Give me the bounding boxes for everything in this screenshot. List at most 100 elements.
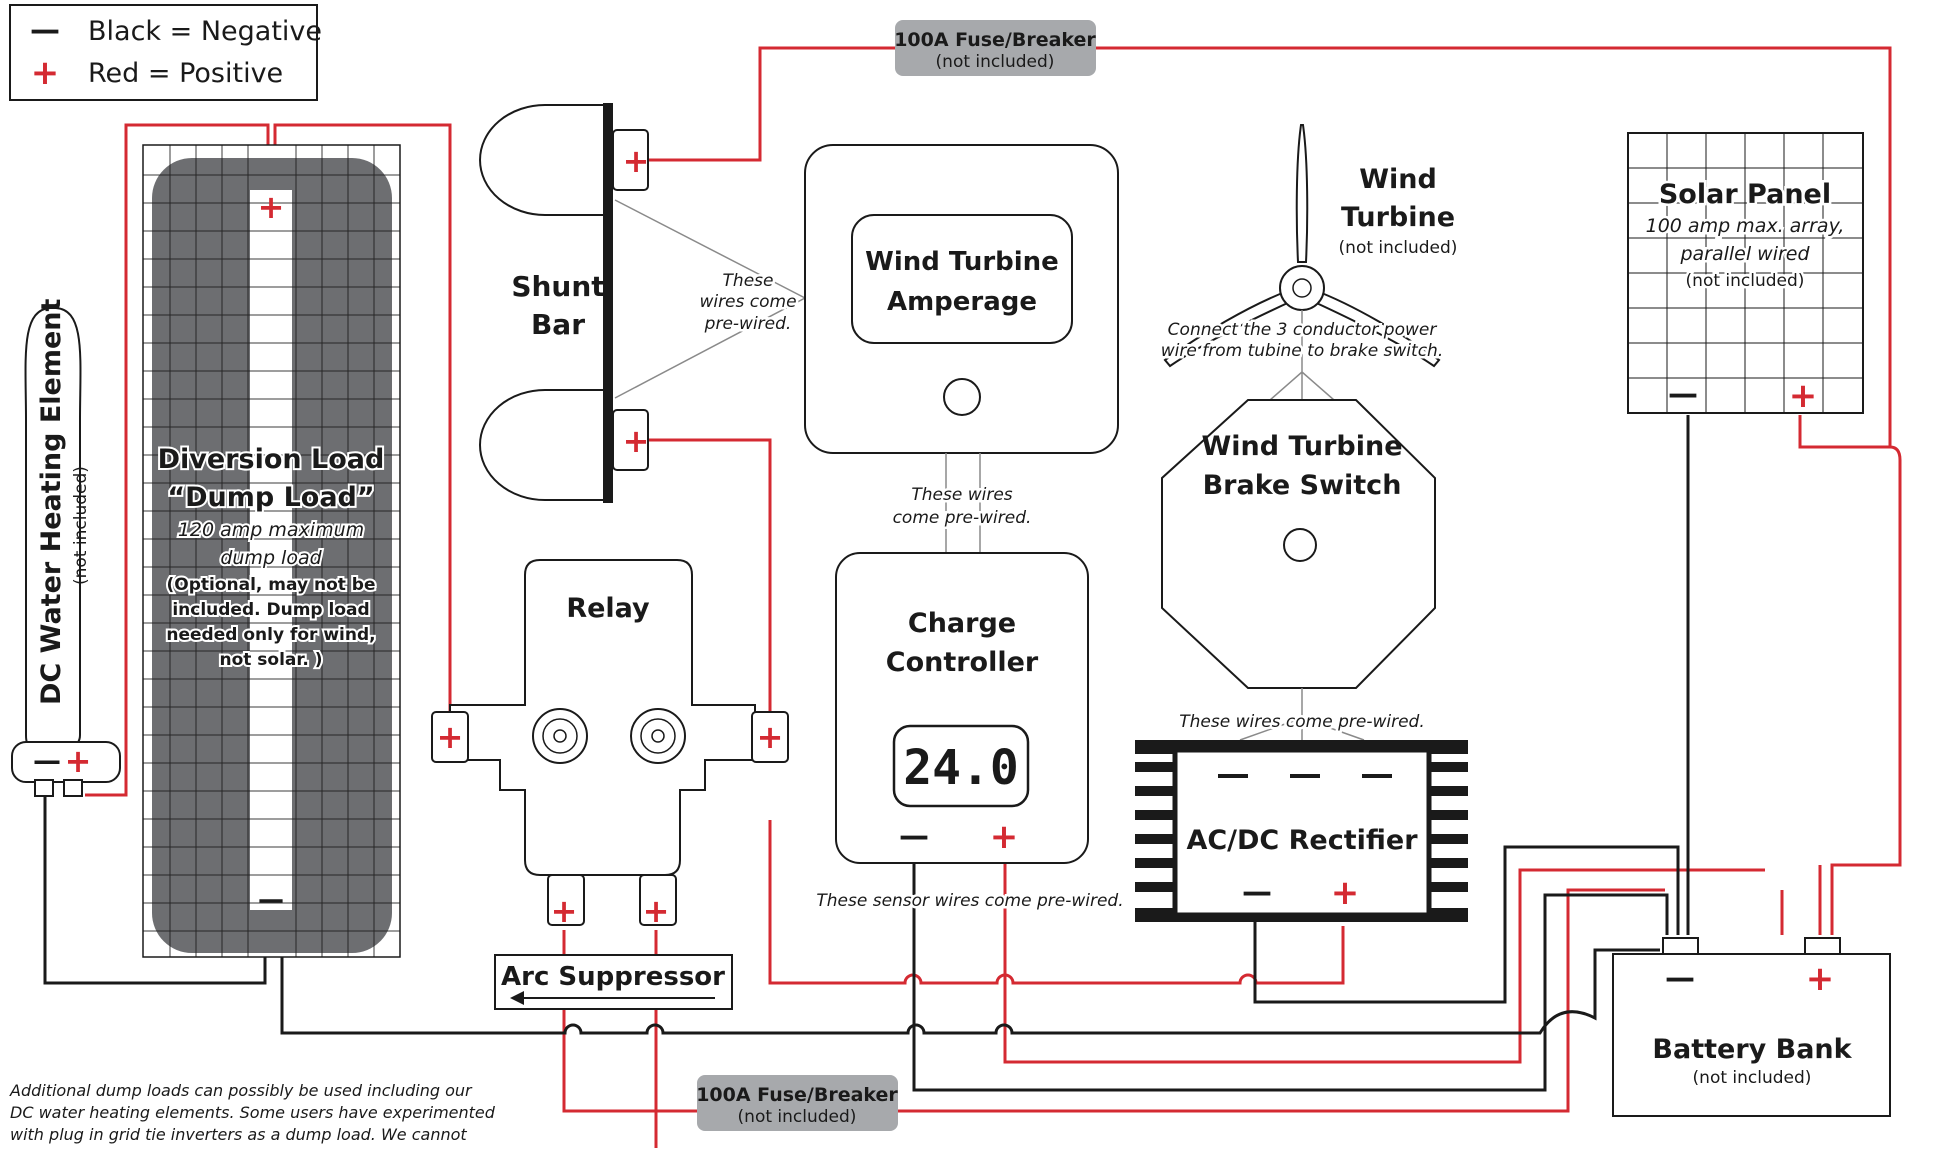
dump-grid-cols xyxy=(169,145,375,957)
red-wire-shunt-to-relay xyxy=(648,438,772,735)
connect-note-1: Connect the 3 conductor power xyxy=(1168,320,1438,340)
rect-fins-right xyxy=(1427,762,1468,892)
shunt-bottom-cap xyxy=(479,389,607,501)
relay-bottom-left-terminal xyxy=(547,874,585,926)
relay-right-terminal xyxy=(751,711,789,763)
turbine-line2: Turbine xyxy=(1341,202,1455,233)
relay-bottom-right-terminal xyxy=(639,874,677,926)
sensor-note: These sensor wires come pre-wired. xyxy=(816,891,1123,911)
fuse-top-box xyxy=(895,20,1096,76)
shunt-top-plus: + xyxy=(623,142,650,180)
element-pos-lug xyxy=(63,779,83,797)
amperage-line2: Amperage xyxy=(887,287,1037,317)
relay-title: Relay xyxy=(566,593,650,624)
rectifier-prewired-note: These wires come pre-wired. xyxy=(1179,712,1425,732)
shunt-label-2: Bar xyxy=(531,308,585,341)
amperage-display xyxy=(851,214,1073,344)
rectifier-minus: — xyxy=(1242,875,1272,910)
shunt-top-terminal xyxy=(612,129,649,191)
solar-note: (not included) xyxy=(1686,271,1805,291)
footnote: Additional dump loads can possibly be us… xyxy=(9,1081,496,1144)
controller-prewired-1: These wires xyxy=(911,485,1012,505)
controller-case xyxy=(835,552,1089,864)
dump-line6: included. Dump load xyxy=(172,600,369,620)
dc-water-heating-element: — + DC Water Heating Element (not includ… xyxy=(11,298,121,797)
wind-turbine: Wind Turbine (not included) Connect the … xyxy=(1158,124,1458,401)
battery-minus: — xyxy=(1665,961,1695,996)
charge-controller: Charge Controller 24.0 — + These sensor … xyxy=(814,552,1126,914)
legend-black-label: Black = Negative xyxy=(88,16,322,47)
controller-line2: Controller xyxy=(886,647,1039,678)
relay: Relay + + + + xyxy=(431,559,789,930)
amperage-link-wires xyxy=(945,453,981,553)
legend-box xyxy=(9,4,318,101)
relay-body xyxy=(449,559,756,876)
shunt-label-1: Shunt xyxy=(511,270,604,303)
footnote-line3: with plug in grid tie inverters as a dum… xyxy=(10,1125,467,1144)
dump-line5: (Optional, may not be xyxy=(167,575,376,595)
amperage-button xyxy=(943,378,981,416)
fuse-bottom-title: 100A Fuse/Breaker xyxy=(696,1084,898,1106)
dump-line2: “Dump Load” xyxy=(167,482,374,513)
turbine-hub-center xyxy=(1292,278,1312,298)
arc-title: Arc Suppressor xyxy=(501,962,725,992)
amperage-line1: Wind Turbine xyxy=(865,247,1059,277)
brake-line1: Wind Turbine xyxy=(1201,431,1402,462)
solar-panel: Solar Panel 100 amp max. array, parallel… xyxy=(1627,132,1864,416)
controller-minus: — xyxy=(899,819,929,854)
dump-grid xyxy=(143,145,400,957)
turbine-wires xyxy=(1269,310,1335,401)
battery-title: Battery Bank xyxy=(1652,1034,1852,1065)
brake-line2: Brake Switch xyxy=(1203,470,1402,501)
turbine-note: (not included) xyxy=(1339,238,1458,258)
controller-prewired-2: come pre-wired. xyxy=(893,508,1032,528)
element-note: (not included) xyxy=(71,466,91,585)
brake-switch: Wind Turbine Brake Switch These wires co… xyxy=(1161,399,1436,741)
fuse-bottom-note: (not included) xyxy=(738,1107,857,1127)
arc-arrow-head xyxy=(510,991,524,1005)
relay-left-plus: + xyxy=(437,718,464,756)
shunt-prewired-1: These xyxy=(723,271,774,291)
black-wire-rectifier-minus xyxy=(1253,845,1680,1004)
controller-display xyxy=(892,724,1030,808)
brake-knob xyxy=(1283,528,1317,562)
red-wire-dump-to-element xyxy=(85,123,270,797)
fuse-top-note: (not included) xyxy=(936,52,1055,72)
fuse-top-title: 100A Fuse/Breaker xyxy=(894,29,1096,51)
solar-grid xyxy=(1628,133,1863,413)
dump-text: Diversion Load “Dump Load” 120 amp maxim… xyxy=(156,442,387,672)
controller-line1: Charge xyxy=(908,608,1016,639)
fuse-top: 100A Fuse/Breaker (not included) xyxy=(894,20,1096,76)
legend-red-label: Red = Positive xyxy=(88,58,283,89)
battery-plus: + xyxy=(1806,959,1835,999)
shunt-bar-body xyxy=(603,103,613,503)
relay-right-plus: + xyxy=(757,718,784,756)
turbine-blade-up xyxy=(1295,124,1309,263)
dump-line8: not solar. ) xyxy=(219,650,322,670)
fuse-bottom-box xyxy=(697,1075,898,1131)
dump-line7: needed only for wind, xyxy=(166,625,375,645)
footnote-line2: DC water heating elements. Some users ha… xyxy=(10,1103,496,1122)
solar-minus: — xyxy=(1668,377,1698,412)
relay-bottom-right-plus: + xyxy=(643,892,670,930)
battery-case xyxy=(1612,953,1891,1117)
solar-line3: parallel wired xyxy=(1679,243,1810,265)
relay-stud-right-core xyxy=(651,729,665,743)
connect-note-2: wire from tubine to brake switch. xyxy=(1161,341,1443,361)
red-wire-controller-plus xyxy=(1003,852,1765,1064)
arc-box xyxy=(494,954,733,1010)
battery-bank: — + Battery Bank (not included) xyxy=(1612,937,1891,1117)
shunt-top-cap xyxy=(479,104,607,216)
red-wire-shunt-to-fuse xyxy=(648,46,895,162)
dump-line1: Diversion Load xyxy=(158,444,385,475)
arc-suppressor: Arc Suppressor xyxy=(494,954,733,1010)
legend-black-symbol: — xyxy=(30,13,60,48)
rectifier: AC/DC Rectifier — + xyxy=(1135,740,1468,922)
shunt-bar: + + Shunt Bar These wires come pre-wired… xyxy=(479,103,807,503)
black-wire-controller-minus xyxy=(912,852,1669,1092)
dump-plus-symbol: + xyxy=(258,188,285,226)
controller-display-value: 24.0 xyxy=(903,740,1019,796)
solar-plus: + xyxy=(1789,376,1818,416)
fuse-bottom: 100A Fuse/Breaker (not included) xyxy=(696,1075,898,1131)
